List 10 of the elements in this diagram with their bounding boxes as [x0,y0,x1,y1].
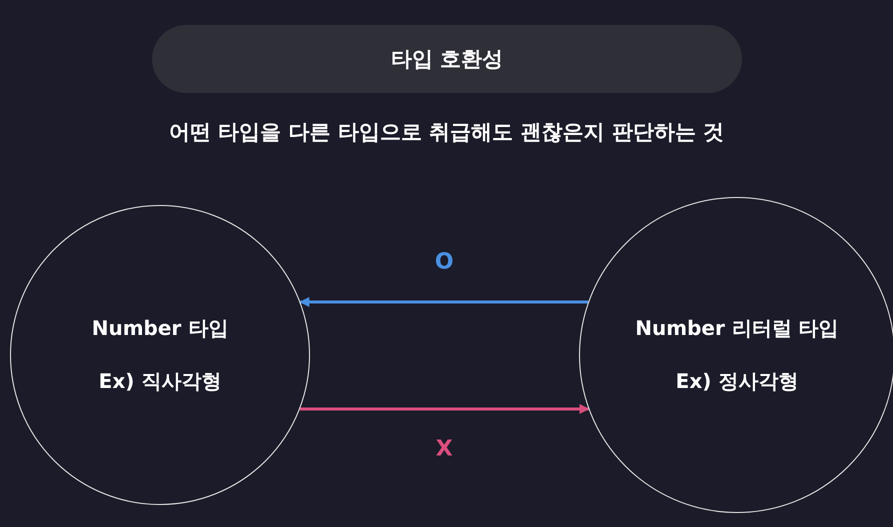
node-text: Number 타입 [92,315,228,342]
node-text: Number 리터럴 타입 [635,315,839,342]
title-banner: 타입 호환성 [152,25,742,93]
subtitle-text: 어떤 타입을 다른 타입으로 취급해도 괜찮은지 판단하는 것 [168,119,726,146]
arrow [299,297,588,307]
circle-node [10,205,310,505]
node-text: Ex) 직사각형 [98,368,222,395]
circle-node [579,197,893,513]
arrow [300,404,590,414]
node-text: Ex) 정사각형 [676,368,798,395]
